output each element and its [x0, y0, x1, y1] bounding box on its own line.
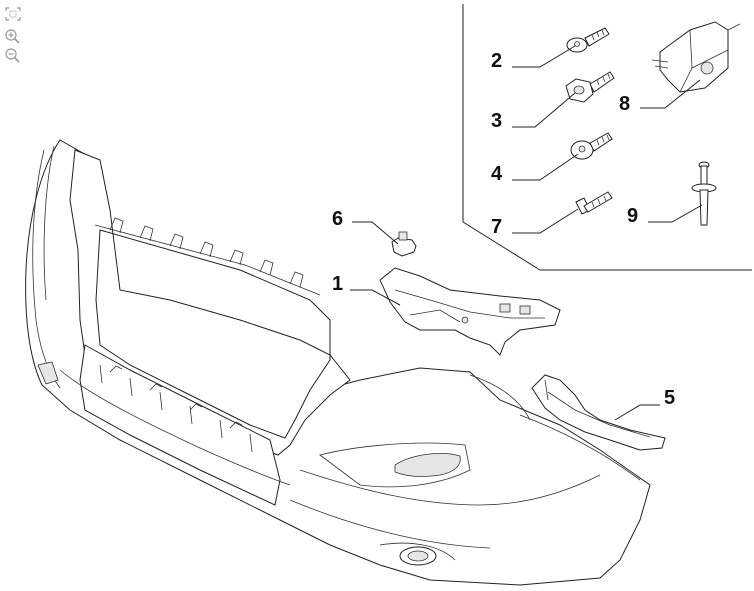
- callout-2: 2: [491, 50, 502, 72]
- part-1-bracket: [379, 267, 561, 356]
- hardware-inset-border: [462, 4, 752, 271]
- fit-to-window-icon[interactable]: [4, 6, 22, 22]
- part-7-screw: [575, 191, 613, 215]
- callout-3: 3: [491, 110, 502, 132]
- callout-8: 8: [619, 93, 630, 115]
- part-6-clip: [391, 231, 417, 257]
- callout-9: 9: [627, 205, 638, 227]
- part-5-side-bracket: [531, 374, 666, 451]
- part-4-screw: [570, 132, 613, 160]
- part-9-rivet: [691, 161, 717, 226]
- callout-5: 5: [664, 387, 675, 409]
- zoom-out-icon[interactable]: [4, 47, 22, 63]
- callout-7: 7: [491, 216, 502, 238]
- zoom-in-icon[interactable]: [4, 28, 22, 44]
- part-2-screw: [566, 27, 610, 53]
- callout-1: 1: [332, 273, 343, 295]
- callout-4: 4: [491, 163, 503, 185]
- callout-6: 6: [332, 208, 343, 230]
- front-bumper-assembly: [25, 139, 651, 586]
- leader-lines: [350, 45, 703, 421]
- part-3-bolt: [565, 71, 615, 103]
- part-8-sensor-bracket: [651, 21, 741, 93]
